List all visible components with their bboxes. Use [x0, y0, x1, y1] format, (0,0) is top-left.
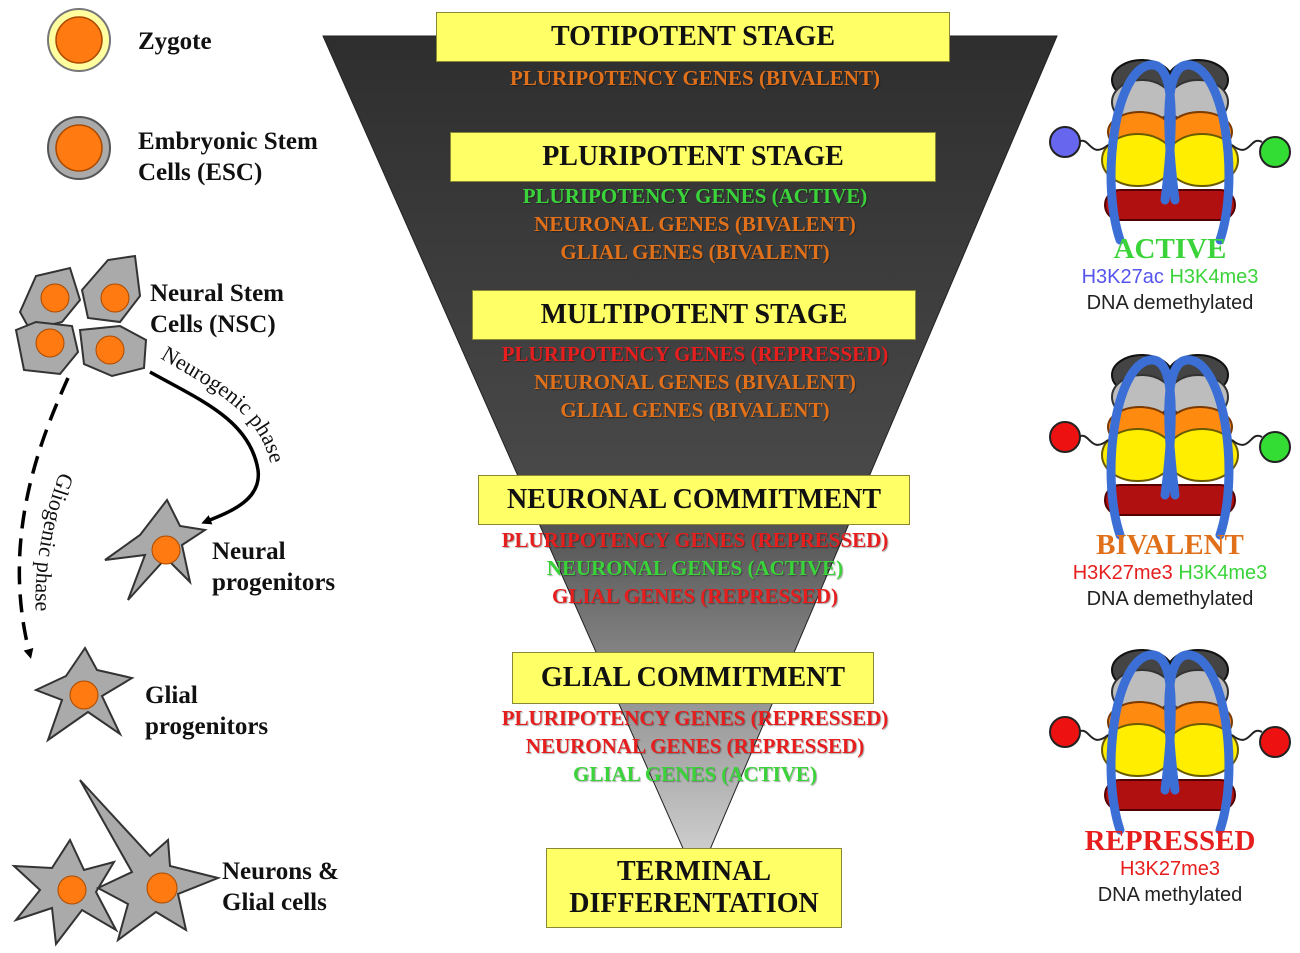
gene-line: PLURIPOTENCY GENES (REPRESSED) [501, 528, 889, 552]
gene-line: PLURIPOTENCY GENES (ACTIVE) [522, 184, 868, 208]
stage-pluripotent: PLURIPOTENT STAGE [450, 132, 936, 182]
stage-totipotent: TOTIPOTENT STAGE [436, 12, 950, 62]
dna-strand [1164, 355, 1234, 540]
histone-tail [1077, 139, 1109, 151]
histone-mark-ball [1259, 136, 1291, 168]
chromatin-repressed: REPRESSED H3K27me3 DNA methylated [1040, 826, 1300, 908]
dna-methylation-status: DNA demethylated [1086, 588, 1254, 610]
genes-multipotent: PLURIPOTENCY GENES (REPRESSED) NEURONAL … [395, 340, 995, 424]
histone-tail [1077, 729, 1109, 741]
histone-mark: H3K27me3 [1119, 858, 1221, 880]
nucleosome-repressed-icon [1049, 649, 1291, 835]
gene-line: GLIAL GENES (BIVALENT) [560, 240, 830, 264]
gene-line: PLURIPOTENCY GENES (REPRESSED) [501, 342, 889, 366]
dna-methylation-status: DNA demethylated [1086, 292, 1254, 314]
histone-mark-ball [1259, 431, 1291, 463]
stage-multipotent: MULTIPOTENT STAGE [472, 290, 916, 340]
histone-mark: H3K4me3 [1169, 266, 1259, 288]
dna-strand [1164, 650, 1234, 835]
nsc-cluster-icon [14, 254, 148, 378]
gene-line: PLURIPOTENCY GENES (BIVALENT) [510, 66, 880, 90]
histone-mark: H3K27me3 [1072, 562, 1173, 584]
histone-tail [1231, 139, 1263, 151]
neurons-glial-cells-icon [11, 779, 222, 947]
neurons-glial-cells-label: Neurons &Glial cells [222, 858, 339, 916]
gene-line: NEURONAL GENES (BIVALENT) [534, 370, 856, 394]
dna-methylation-status: DNA methylated [1097, 884, 1243, 906]
gene-line: PLURIPOTENCY GENES (REPRESSED) [501, 706, 889, 730]
chromatin-state-title: ACTIVE [1113, 233, 1227, 265]
histone-mark-ball [1049, 421, 1081, 453]
histone-tail [1077, 434, 1109, 446]
gene-line: NEURONAL GENES (ACTIVE) [546, 556, 844, 580]
zygote-cell-icon [47, 8, 111, 72]
genes-totipotent: PLURIPOTENCY GENES (BIVALENT) [395, 64, 995, 92]
nucleosome-icons [1049, 59, 1291, 835]
stage-neuronal-commitment: NEURONAL COMMITMENT [478, 475, 910, 525]
chromatin-state-title: BIVALENT [1096, 529, 1244, 561]
gene-line: GLIAL GENES (ACTIVE) [573, 762, 817, 786]
neurogenic-phase-label: Neurogenic phase [158, 341, 291, 466]
esc-cell-icon [47, 116, 111, 180]
gliogenic-arrow [17, 377, 70, 659]
zygote-label: Zygote [138, 28, 212, 55]
chromatin-bivalent: BIVALENT H3K27me3 H3K4me3 DNA demethylat… [1040, 530, 1300, 612]
stage-glial-commitment: GLIAL COMMITMENT [512, 652, 874, 704]
gene-line: NEURONAL GENES (BIVALENT) [534, 212, 856, 236]
chromatin-state-title: REPRESSED [1084, 825, 1256, 857]
nucleosome-active-icon [1049, 59, 1291, 245]
histone-tail [1231, 729, 1263, 741]
gliogenic-phase-label: Gliogenic phase [30, 470, 78, 611]
histone-mark: H3K4me3 [1178, 562, 1268, 584]
histone-mark: H3K27ac [1081, 266, 1164, 288]
neural-progenitor-icon [104, 498, 208, 601]
gene-line: NEURONAL GENES (REPRESSED) [525, 734, 865, 758]
gene-line: GLIAL GENES (BIVALENT) [560, 398, 830, 422]
dna-strand [1164, 60, 1234, 245]
neurogenic-arrow [149, 370, 260, 525]
genes-glial-commitment: PLURIPOTENCY GENES (REPRESSED) NEURONAL … [395, 704, 995, 788]
histone-tail [1231, 434, 1263, 446]
chromatin-active: ACTIVE H3K27ac H3K4me3 DNA demethylated [1040, 234, 1300, 316]
nucleosome-bivalent-icon [1049, 354, 1291, 540]
genes-neuronal-commitment: PLURIPOTENCY GENES (REPRESSED) NEURONAL … [395, 526, 995, 610]
gene-line: GLIAL GENES (REPRESSED) [552, 584, 838, 608]
histone-mark-ball [1049, 126, 1081, 158]
histone-mark-ball [1049, 716, 1081, 748]
histone-mark-ball [1259, 726, 1291, 758]
genes-pluripotent: PLURIPOTENCY GENES (ACTIVE) NEURONAL GEN… [395, 182, 995, 266]
glial-progenitor-icon [33, 646, 135, 743]
